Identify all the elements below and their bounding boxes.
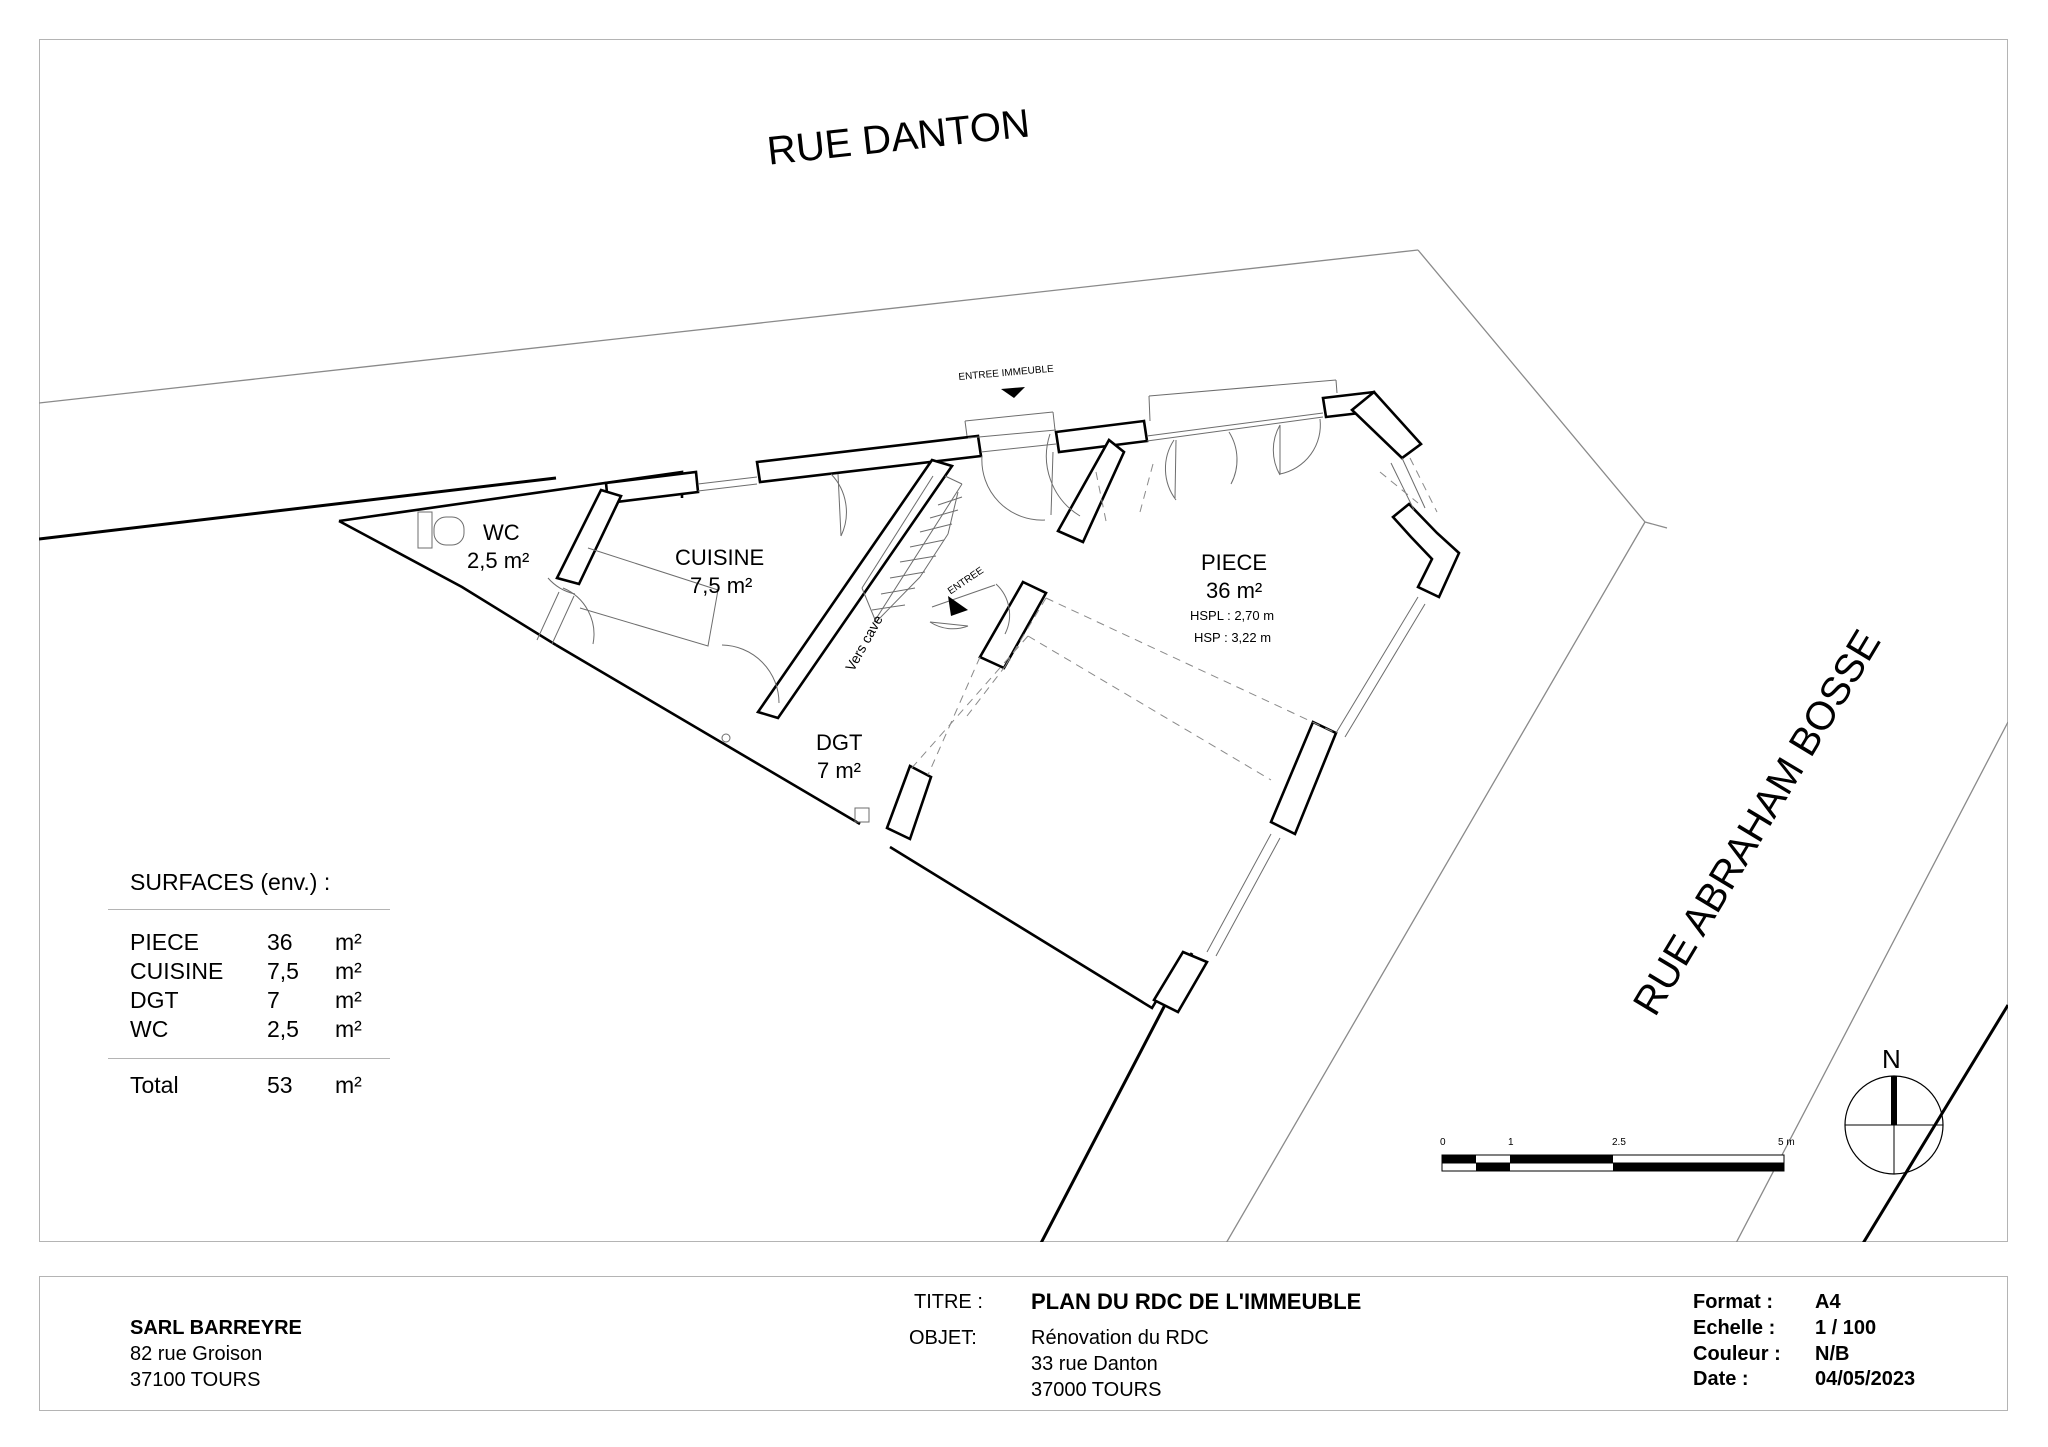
- wall-blocks: [555, 390, 1461, 1014]
- surface-value: 36: [267, 929, 293, 955]
- room-hsp: HSP : 3,22 m: [1194, 630, 1272, 645]
- street-outline: [39, 249, 2008, 1242]
- surface-name: PIECE: [130, 929, 200, 955]
- titre-label: TITRE :: [914, 1291, 983, 1313]
- surface-unit: m²: [335, 958, 362, 984]
- drawing-frame: [39, 39, 2008, 1242]
- surface-value: 2,5: [267, 1016, 299, 1042]
- surface-row: DGT 7 m²: [108, 986, 390, 1015]
- company-address-1: 82 rue Groison: [130, 1343, 263, 1365]
- format-label: Format :: [1693, 1291, 1773, 1313]
- scale-tick-1: 1: [1508, 1137, 1514, 1148]
- scale-bar: [1441, 1154, 1785, 1172]
- objet-line-2: 33 rue Danton: [1031, 1353, 1158, 1375]
- room-name-wc: WC: [483, 520, 520, 545]
- couleur-value: N/B: [1815, 1343, 1850, 1365]
- surface-value: 7,5: [267, 958, 299, 984]
- room-hspl: HSPL : 2,70 m: [1190, 608, 1275, 623]
- company-name: SARL BARREYRE: [130, 1317, 302, 1339]
- room-area-dgt: 7 m²: [817, 758, 861, 783]
- titre-value: PLAN DU RDC DE L'IMMEUBLE: [1031, 1289, 1362, 1314]
- surface-total-row: Total 53 m²: [108, 1071, 390, 1100]
- date-label: Date :: [1693, 1368, 1749, 1390]
- objet-line-3: 37000 TOURS: [1031, 1379, 1162, 1401]
- scale-tick-2-5: 2.5: [1612, 1137, 1626, 1148]
- format-value: A4: [1815, 1291, 1841, 1313]
- surface-row: CUISINE 7,5 m²: [108, 957, 390, 986]
- surfaces-table: SURFACES (env.) : PIECE 36 m² CUISINE 7,…: [108, 868, 390, 1100]
- thin-lines: [417, 379, 1426, 957]
- surfaces-rule: [108, 909, 390, 910]
- surface-unit: m²: [335, 929, 362, 955]
- room-name-dgt: DGT: [816, 730, 863, 755]
- room-area-cuisine: 7,5 m²: [690, 573, 753, 598]
- room-area-wc: 2,5 m²: [467, 548, 530, 573]
- entree-immeuble-arrow: [1001, 387, 1025, 398]
- surface-unit: m²: [335, 987, 362, 1013]
- scale-tick-0: 0: [1440, 1137, 1446, 1148]
- surface-name: DGT: [130, 987, 179, 1013]
- north-arrow: [1844, 1075, 1944, 1175]
- surface-total-unit: m²: [335, 1072, 362, 1098]
- surface-row: WC 2,5 m²: [108, 1015, 390, 1044]
- surface-total-name: Total: [130, 1072, 179, 1098]
- objet-line-1: Rénovation du RDC: [1031, 1327, 1209, 1349]
- entree-arrow: [948, 596, 968, 616]
- room-name-cuisine: CUISINE: [675, 545, 765, 570]
- couleur-label: Couleur :: [1693, 1343, 1781, 1365]
- echelle-label: Echelle :: [1693, 1317, 1776, 1339]
- surface-total-value: 53: [267, 1072, 293, 1098]
- company-address-2: 37100 TOURS: [130, 1369, 261, 1391]
- surfaces-title: SURFACES (env.) :: [130, 869, 331, 895]
- surfaces-rule: [108, 1058, 390, 1059]
- surface-unit: m²: [335, 1016, 362, 1042]
- title-block-frame: [39, 1276, 2008, 1411]
- scale-tick-5m: 5 m: [1778, 1137, 1795, 1148]
- surface-name: CUISINE: [130, 958, 224, 984]
- objet-label: OBJET:: [909, 1327, 977, 1349]
- north-label: N: [1882, 1044, 1901, 1074]
- date-value: 04/05/2023: [1815, 1368, 1916, 1390]
- surface-row: PIECE 36 m²: [108, 928, 390, 957]
- surface-value: 7: [267, 987, 280, 1013]
- room-area-piece: 36 m²: [1206, 578, 1263, 603]
- dashed-lines: [909, 457, 1438, 781]
- echelle-value: 1 / 100: [1815, 1317, 1877, 1339]
- surface-name: WC: [130, 1016, 169, 1042]
- room-name-piece: PIECE: [1201, 550, 1268, 575]
